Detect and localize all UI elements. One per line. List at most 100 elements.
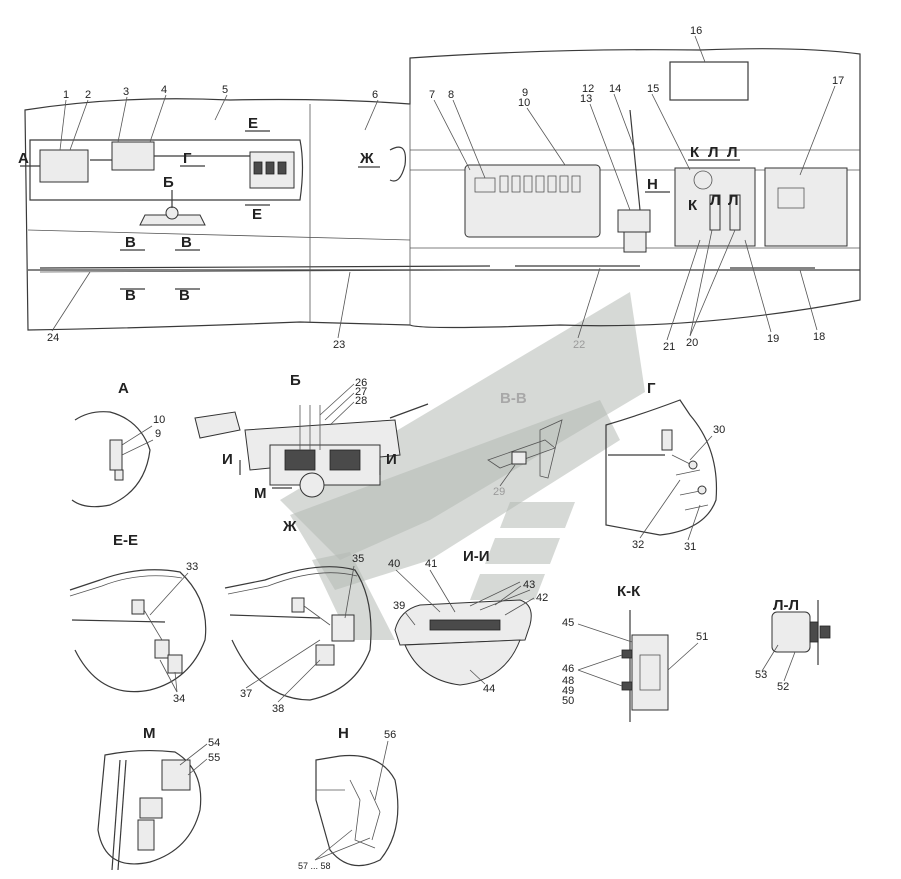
callout-35: 35 [352,553,364,565]
marker-n: Н [647,176,658,193]
watermark-logo [280,292,645,640]
view-zh-title: Ж [282,518,297,535]
callout-42: 42 [536,592,548,604]
callout-53: 53 [755,669,767,681]
view-ii: И-И 39 40 41 42 43 44 [388,548,548,695]
callout-27: 27 [355,386,367,398]
callout-9: 9 [522,87,528,99]
marker-zh: Ж [359,150,374,167]
view-vv-title: В-В [500,390,527,407]
callout-31: 31 [684,541,696,553]
view-ee: Е-Е 33 34 [69,532,207,705]
callout-21: 21 [663,341,675,353]
callout-28: 28 [355,395,367,407]
marker-l1: Л [708,144,719,161]
callout-56: 56 [384,729,396,741]
overview-panel [24,48,861,331]
callout-23: 23 [333,339,345,351]
callout-57-58: 57 ... 58 [298,861,331,871]
view-zh: Ж 35 37 38 [224,518,372,715]
component-12 [617,209,651,233]
marker-e2: Е [252,206,262,223]
callout-16: 16 [690,25,702,37]
callout-2: 2 [85,89,91,101]
component-7 [464,164,601,238]
marker-m: М [254,485,267,502]
section-markers: А Б В В В В Г Е Е Ж Н К Л Л К Л Л [18,115,740,304]
view-a-title: А [118,380,129,397]
callout-22: 22 [573,339,585,351]
callout-17: 17 [832,75,844,87]
marker-i1: И [222,451,233,468]
view-m: М 54 55 [97,725,220,871]
callout-34: 34 [173,693,185,705]
marker-l4: Л [728,192,739,209]
callout-a9: 9 [155,428,161,440]
callout-45: 45 [562,617,574,629]
view-kk: К-К 45 46 48 49 50 51 [562,583,708,722]
view-n: Н 56 57 ... 58 [298,725,399,871]
view-vv: В-В 29 [487,390,563,498]
view-b-title: Б [290,372,301,389]
callout-5: 5 [222,84,228,96]
component-4 [111,141,155,171]
marker-e1: Е [248,115,258,132]
callout-7: 7 [429,89,435,101]
view-a: А 10 9 [71,380,165,508]
callout-18: 18 [813,331,825,343]
marker-v4: В [179,287,190,304]
callout-33: 33 [186,561,198,573]
callout-39: 39 [393,600,405,612]
view-ii-title: И-И [463,548,490,565]
callout-41: 41 [425,558,437,570]
callout-52: 52 [777,681,789,693]
callout-12: 12 [582,83,594,95]
callout-13: 13 [580,93,592,105]
callout-44: 44 [483,683,495,695]
callout-51: 51 [696,631,708,643]
marker-g: Г [183,150,192,167]
callout-15: 15 [647,83,659,95]
view-b: Б 26 27 28 И И М [194,372,429,502]
marker-l2: Л [727,144,738,161]
view-ll-title: Л-Л [773,597,799,614]
view-m-title: М [143,725,156,742]
callout-32: 32 [632,539,644,551]
marker-k2: К [688,197,698,214]
marker-v3: В [125,287,136,304]
callout-14: 14 [609,83,621,95]
callout-46: 46 [562,663,574,675]
view-ee-title: Е-Е [113,532,138,549]
marker-a: А [18,150,29,167]
marker-b: Б [163,174,174,191]
callout-26: 26 [355,377,367,389]
component-17 [764,167,848,247]
callout-4: 4 [161,84,167,96]
callout-40: 40 [388,558,400,570]
callout-55: 55 [208,752,220,764]
callout-50: 50 [562,695,574,707]
view-g-title: Г [647,380,656,397]
callout-10: 10 [518,97,530,109]
callout-38: 38 [272,703,284,715]
top-callouts: 1 2 3 4 5 6 7 8 9 10 12 13 14 15 16 17 1… [47,25,844,353]
bracket-b [139,214,206,226]
view-kk-title: К-К [617,583,641,600]
view-ll: Л-Л 53 52 [755,597,831,693]
marker-i2: И [386,451,397,468]
callout-49: 49 [562,685,574,697]
marker-k1: К [690,144,700,161]
callout-30: 30 [713,424,725,436]
callout-8: 8 [448,89,454,101]
callout-37: 37 [240,688,252,700]
marker-v2: В [181,234,192,251]
callout-19: 19 [767,333,779,345]
callout-1: 1 [63,89,69,101]
callout-43: 43 [523,579,535,591]
callout-29: 29 [493,486,505,498]
view-g: Г 30 31 32 [605,380,725,553]
marker-v1: В [125,234,136,251]
component-2 [39,149,89,183]
callout-3: 3 [123,86,129,98]
